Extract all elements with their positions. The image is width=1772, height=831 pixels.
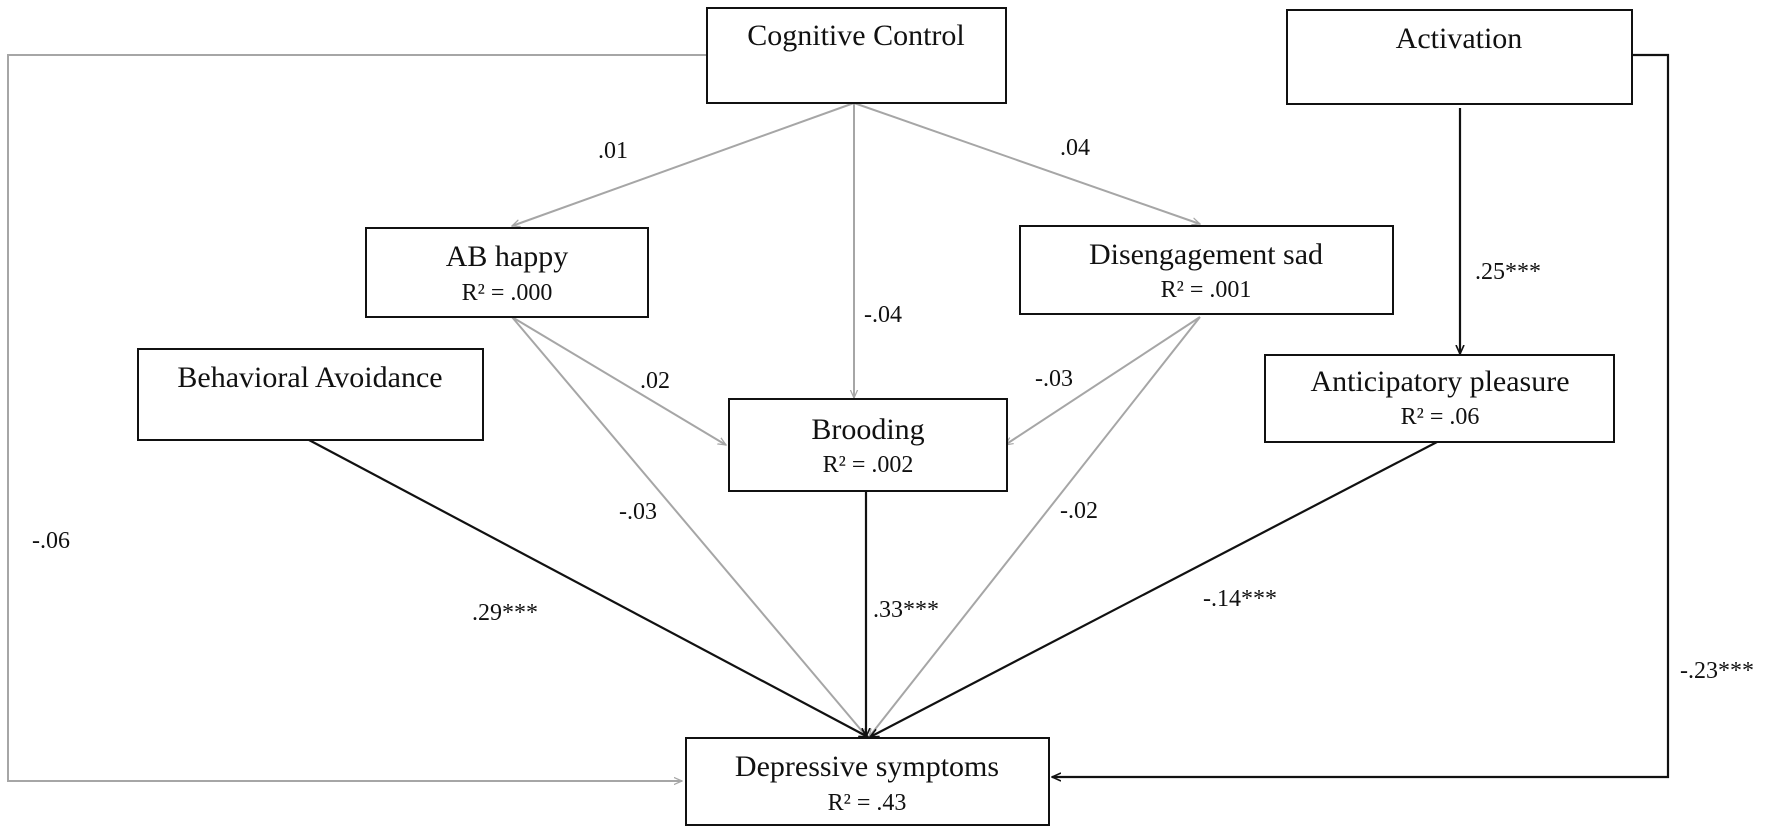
node-r-squared: R² = .43 — [828, 790, 907, 816]
coef-anticipatory-to-depressive: -.14*** — [1203, 586, 1277, 612]
path-disengagement-to-depressive — [869, 316, 1201, 737]
node-label: Brooding — [811, 413, 924, 446]
path-behavioral-to-depressive — [308, 439, 868, 738]
path-cognitive-to-depressive — [7, 54, 707, 781]
path-activation-to-depressive — [1052, 53, 1670, 777]
coef-cognitive-to-disengagement: .04 — [1060, 135, 1090, 161]
coef-activation-to-anticipatory: .25*** — [1475, 259, 1541, 285]
coef-disengagement-to-brooding: -.03 — [1035, 366, 1073, 392]
node-r-squared: R² = .000 — [462, 280, 553, 306]
node-activation: Activation — [1286, 9, 1633, 105]
node-label: AB happy — [446, 240, 569, 273]
node-r-squared: R² = .001 — [1161, 277, 1252, 303]
coef-abhappy-to-depressive: -.03 — [619, 499, 657, 525]
path-abhappy-to-brooding — [511, 316, 726, 446]
coef-abhappy-to-brooding: .02 — [640, 368, 670, 394]
path-anticipatory-to-depressive — [870, 441, 1438, 738]
node-behavioral-avoidance: Behavioral Avoidance — [137, 348, 484, 441]
node-r-squared: R² = .06 — [1401, 404, 1480, 430]
node-label: Cognitive Control — [747, 19, 965, 52]
node-label: Anticipatory pleasure — [1310, 365, 1569, 398]
coef-cognitive-to-brooding: -.04 — [864, 302, 902, 328]
path-cognitive-to-abhappy — [512, 102, 855, 226]
node-r-squared: R² = .002 — [823, 452, 914, 478]
coef-activation-to-depressive: -.23*** — [1680, 658, 1754, 684]
node-label: Activation — [1396, 22, 1523, 55]
node-label: Behavioral Avoidance — [177, 361, 442, 394]
coef-behavioral-to-depressive: .29*** — [472, 600, 538, 626]
coef-brooding-to-depressive: .33*** — [873, 597, 939, 623]
node-label: Depressive symptoms — [735, 750, 999, 783]
node-depressive-symptoms: Depressive symptoms R² = .43 — [685, 737, 1050, 826]
path-cognitive-to-disengagement — [853, 102, 1200, 224]
path-disengagement-to-brooding — [1005, 316, 1201, 445]
coef-cognitive-to-abhappy: .01 — [598, 138, 628, 164]
node-disengagement-sad: Disengagement sad R² = .001 — [1019, 225, 1394, 315]
node-brooding: Brooding R² = .002 — [728, 398, 1008, 492]
node-anticipatory-pleasure: Anticipatory pleasure R² = .06 — [1264, 354, 1615, 443]
coef-cognitive-to-depressive: -.06 — [32, 528, 70, 554]
node-cognitive-control: Cognitive Control — [706, 7, 1007, 104]
node-ab-happy: AB happy R² = .000 — [365, 227, 649, 318]
node-label: Disengagement sad — [1089, 238, 1323, 271]
path-abhappy-to-depressive — [511, 316, 867, 737]
coef-disengagement-to-depressive: -.02 — [1060, 498, 1098, 524]
coefficients-layer: .01 .04 -.04 -.06 .25*** -.23*** .02 -.0… — [32, 135, 1754, 684]
paths-layer — [7, 53, 1670, 781]
